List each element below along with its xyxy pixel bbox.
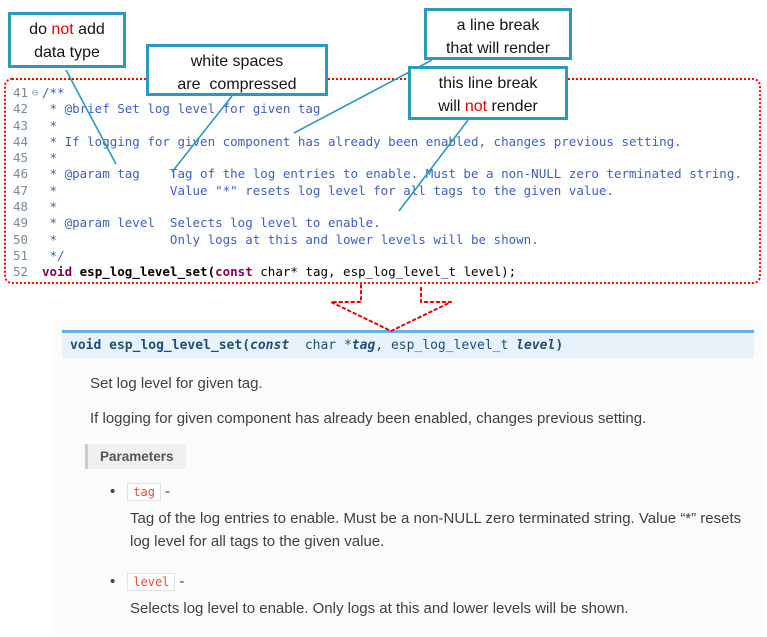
code-text: */	[42, 247, 65, 263]
line-number: 41	[12, 85, 28, 100]
sig-param-tag: tag	[351, 338, 376, 353]
param-desc-tag: Tag of the log entries to enable. Must b…	[130, 510, 742, 550]
highlight-not: not	[464, 98, 488, 115]
sig-const-keyword: const	[250, 338, 290, 353]
callout-no-datatype: do not add data type	[8, 12, 126, 68]
code-text: * @brief Set log level for given tag	[42, 101, 321, 117]
keyword-void: void	[42, 264, 73, 280]
function-signature: void esp_log_level_set(const char *tag, …	[62, 330, 754, 358]
code-text: * Only logs at this and lower levels wil…	[42, 231, 539, 247]
code-text: /**	[42, 85, 65, 100]
code-line: 49 * @param level Selects log level to e…	[8, 215, 757, 231]
callout-text: are compressed	[177, 76, 297, 93]
param-item-tag: • tag-	[110, 483, 170, 501]
callout-text: do not add	[29, 21, 105, 38]
line-number: 51	[12, 247, 28, 263]
code-line: 51 */	[8, 248, 757, 264]
code-line: 42 * @brief Set log level for given tag	[8, 101, 757, 117]
fold-gutter	[28, 166, 42, 182]
doc-detail-paragraph: If logging for given component has alrea…	[90, 410, 647, 427]
line-number: 50	[12, 231, 28, 247]
code-line: 44 * If logging for given component has …	[8, 134, 757, 150]
callout-text: will not render	[438, 98, 538, 115]
bullet-icon: •	[110, 573, 116, 590]
callout-whitespace: white spaces are compressed	[146, 44, 328, 96]
fold-marker-icon: ⊖	[31, 86, 39, 99]
code-line: 43 *	[8, 118, 757, 134]
fold-gutter	[28, 150, 42, 166]
callout-text: a line break	[456, 17, 540, 34]
code-text: * If logging for given component has alr…	[42, 133, 682, 149]
code-line: 50 * Only logs at this and lower levels …	[8, 232, 757, 248]
code-line: 41⊖/**	[8, 85, 757, 101]
fold-gutter	[28, 199, 42, 215]
fold-gutter	[28, 101, 42, 117]
line-number: 45	[12, 150, 28, 166]
fold-gutter	[28, 215, 42, 231]
callout-text: that will render	[445, 40, 551, 57]
code-text: *	[42, 150, 58, 166]
code-line: 45 *	[8, 150, 757, 166]
sig-param-level: level	[516, 338, 556, 353]
keyword-const: const	[215, 264, 253, 280]
param-item-level: • level-	[110, 573, 185, 591]
function-name: esp_log_level_set	[79, 264, 208, 280]
code-text: *	[42, 199, 58, 215]
line-number: 48	[12, 199, 28, 215]
line-number: 43	[12, 117, 28, 133]
code-line: 47 * Value "*" resets log level for all …	[8, 183, 757, 199]
bullet-icon: •	[110, 483, 116, 500]
callout-text: white spaces	[190, 53, 284, 70]
code-text: * @param level Selects log level to enab…	[42, 215, 381, 231]
callout-text: data type	[34, 44, 100, 61]
fold-gutter	[28, 248, 42, 264]
code-text: * Value "*" resets log level for all tag…	[42, 182, 614, 198]
param-name-literal: level	[127, 573, 176, 591]
code-editor-snippet: 41⊖/** 42 * @brief Set log level for giv…	[4, 78, 761, 284]
param-dash: -	[179, 573, 185, 590]
line-number: 42	[12, 101, 28, 117]
doc-brief-paragraph: Set log level for given tag.	[90, 375, 263, 392]
code-line-declaration: 52 void esp_log_level_set(const char* tag…	[8, 264, 757, 280]
callout-linebreak-render: a line break that will render	[424, 8, 572, 60]
fold-gutter	[28, 118, 42, 134]
fold-gutter	[28, 264, 42, 280]
line-number: 49	[12, 215, 28, 231]
param-name-literal: tag	[127, 483, 161, 501]
param-dash: -	[164, 483, 170, 500]
param-desc-level: Selects log level to enable. Only logs a…	[130, 600, 629, 617]
code-text: void esp_log_level_set(const char* tag, …	[42, 264, 517, 280]
fold-gutter	[28, 183, 42, 199]
code-text: *	[42, 117, 58, 133]
line-number: 47	[12, 182, 28, 198]
line-number: 46	[12, 166, 28, 182]
code-line: 48 *	[8, 199, 757, 215]
line-number: 44	[12, 133, 28, 149]
fold-gutter	[28, 134, 42, 150]
rendered-doc-panel: void esp_log_level_set(const char *tag, …	[55, 320, 761, 634]
highlight-not: not	[51, 21, 74, 38]
sig-function-name: esp_log_level_set	[109, 338, 243, 353]
callout-text: this line break	[438, 75, 538, 92]
code-text: * @param tag Tag of the log entries to e…	[42, 166, 742, 182]
parameters-label: Parameters	[85, 444, 186, 469]
sig-return-type: void	[70, 338, 110, 353]
callout-linebreak-no-render: this line break will not render	[408, 66, 568, 120]
code-line: 46 * @param tag Tag of the log entries t…	[8, 166, 757, 182]
fold-gutter	[28, 232, 42, 248]
line-number: 52	[12, 264, 28, 280]
